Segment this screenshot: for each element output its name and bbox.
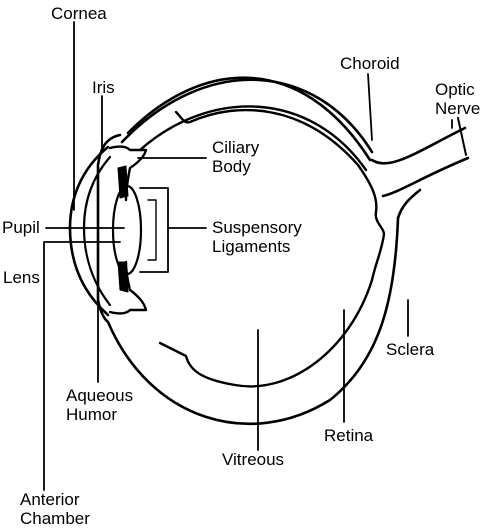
label-iris: Iris bbox=[92, 78, 115, 97]
label-suspensory-line2: Ligaments bbox=[212, 237, 290, 256]
iris-band-top bbox=[118, 166, 128, 198]
optic-nerve bbox=[372, 128, 468, 218]
cornea-outline bbox=[70, 147, 108, 315]
label-optic-nerve-line1: Optic bbox=[435, 80, 475, 99]
label-lens: Lens bbox=[3, 268, 40, 287]
label-optic-nerve-line2: Nerve bbox=[435, 99, 480, 118]
label-sclera: Sclera bbox=[386, 340, 434, 359]
choroid-leader bbox=[368, 74, 372, 140]
label-ciliary-body-line2: Body bbox=[212, 157, 251, 176]
label-suspensory-line1: Suspensory bbox=[212, 218, 302, 237]
label-anterior-chamber-line1: Anterior bbox=[20, 490, 80, 509]
label-retina: Retina bbox=[324, 426, 373, 445]
label-aqueous-humor-line2: Humor bbox=[66, 405, 117, 424]
label-aqueous-humor-line1: Aqueous bbox=[66, 386, 133, 405]
iris-band-bottom bbox=[118, 262, 128, 292]
label-cornea: Cornea bbox=[51, 4, 107, 23]
label-ciliary-body-line1: Ciliary bbox=[212, 138, 259, 157]
label-choroid: Choroid bbox=[340, 54, 400, 73]
optic-nerve-end bbox=[458, 118, 466, 155]
label-anterior-chamber-line2: Chamber bbox=[20, 509, 90, 528]
label-pupil: Pupil bbox=[2, 218, 40, 237]
label-vitreous: Vitreous bbox=[222, 450, 284, 469]
suspensory-bracket-inner bbox=[148, 200, 156, 260]
